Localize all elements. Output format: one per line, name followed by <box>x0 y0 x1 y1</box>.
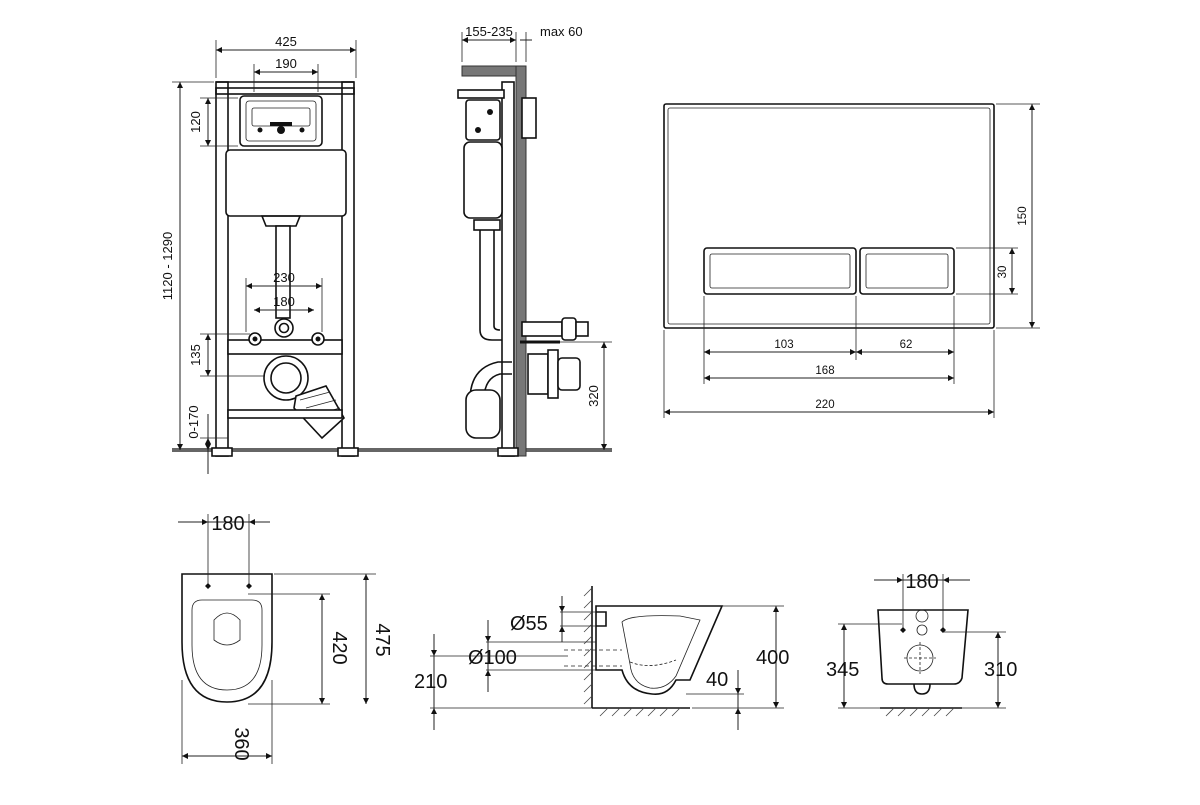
dim-back-lower-height: 310 <box>984 659 1017 681</box>
dim-frame-height: 1120 - 1290 <box>160 232 175 300</box>
dim-max-depth: max 60 <box>540 24 583 39</box>
dim-toilet-width: 360 <box>230 727 252 760</box>
dim-toilet-height: 400 <box>756 647 789 669</box>
dim-outlet-height: 320 <box>586 385 601 407</box>
dim-button-left-width: 103 <box>774 339 793 351</box>
dim-outlet-height-floor: 210 <box>414 671 447 693</box>
flush-plate <box>663 103 995 329</box>
wall <box>515 65 527 457</box>
dim-frame-width: 425 <box>275 34 297 49</box>
flush-button-large <box>703 247 857 295</box>
toilet-bowl-top <box>181 573 273 703</box>
dim-outlet-diameter: Ø100 <box>468 647 517 669</box>
dim-feet-height: 0-170 <box>186 405 201 438</box>
cistern <box>225 149 347 217</box>
dim-mechanism-height: 120 <box>188 111 203 133</box>
frame-front-view: 425 190 120 1120 - 1290 230 180 135 <box>160 34 612 474</box>
dim-toilet-bolt-spacing: 180 <box>211 513 244 535</box>
dim-plate-width: 220 <box>815 399 834 411</box>
flush-pipe <box>275 225 291 319</box>
dim-frame-depth: 155-235 <box>465 24 513 39</box>
dim-back-upper-height: 345 <box>826 659 859 681</box>
flush-button-small <box>859 247 955 295</box>
frame-right-post <box>341 81 355 457</box>
dim-pipe-spacing: 180 <box>273 294 295 309</box>
dim-plate-height: 150 <box>1017 206 1029 225</box>
toilet-side-view: Ø55 Ø100 210 400 40 <box>414 586 789 730</box>
frame-side-view: 155-235 max 60 320 <box>457 24 612 457</box>
dim-bolt-spacing: 230 <box>273 270 295 285</box>
dim-toilet-total-length: 475 <box>371 623 393 656</box>
dim-buttons-width: 168 <box>815 365 834 377</box>
dim-button-height: 30 <box>997 266 1009 279</box>
flush-plate-view: 150 30 103 62 168 220 <box>663 103 1040 418</box>
toilet-bowl-side <box>595 605 724 696</box>
dim-mechanism-width: 190 <box>275 56 297 71</box>
frame-left-post <box>215 81 229 457</box>
dim-bolt-height: 135 <box>188 344 203 366</box>
toilet-bowl-back <box>877 609 969 685</box>
flush-mechanism <box>239 95 323 147</box>
dim-button-right-width: 62 <box>900 339 913 351</box>
dim-toilet-inner-length: 420 <box>328 631 350 664</box>
dim-back-bolt-spacing: 180 <box>905 571 938 593</box>
toilet-top-view: 180 420 475 360 <box>178 513 393 764</box>
dim-inlet-diameter: Ø55 <box>510 613 548 635</box>
dim-rim-offset: 40 <box>706 669 728 691</box>
toilet-back-view: 180 345 310 <box>826 571 1017 717</box>
